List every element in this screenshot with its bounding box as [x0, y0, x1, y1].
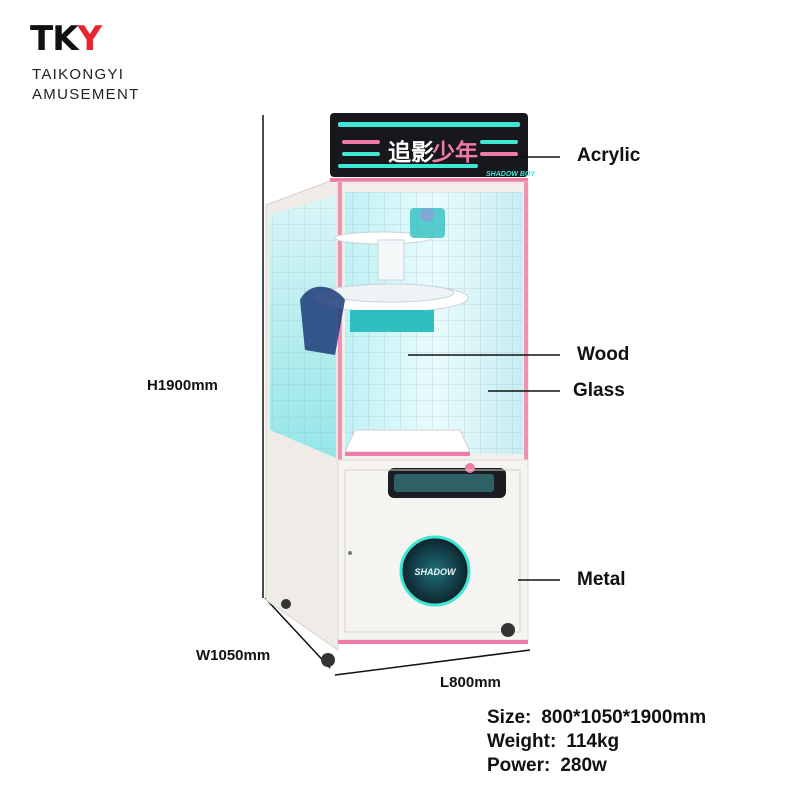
label-width: W1050mm [196, 647, 271, 664]
spec-weight: Weight:114kg [487, 731, 620, 752]
logo-line-2: AMUSEMENT [32, 86, 140, 103]
label-glass: Glass [573, 380, 625, 401]
logo-mark: TKY [30, 19, 102, 59]
porthole-text: SHADOW [415, 567, 458, 577]
sign-title-left: 追影 [388, 139, 434, 165]
logo-line-1: TAIKONGYI [32, 66, 125, 83]
brand-logo: TKY TAIKONGYI AMUSEMENT [30, 19, 160, 103]
label-length: L800mm [440, 674, 501, 691]
marquee-sign [330, 113, 528, 177]
spec-power: Power:280w [487, 755, 607, 776]
sign-subtitle: SHADOW BOY [486, 171, 536, 178]
spec-list: Size:800*1050*1900mm Weight:114kg Power:… [487, 706, 706, 778]
label-metal: Metal [577, 569, 626, 590]
sign-title-right: 少年 [431, 139, 478, 165]
spec-size: Size:800*1050*1900mm [487, 707, 707, 728]
label-acrylic: Acrylic [577, 145, 641, 166]
length-dimension-line [334, 649, 531, 676]
label-wood: Wood [577, 344, 630, 365]
prize-display-panel [350, 310, 434, 332]
label-height: H1900mm [147, 377, 218, 394]
width-dimension-line [264, 597, 331, 669]
porthole-logo [399, 535, 471, 607]
